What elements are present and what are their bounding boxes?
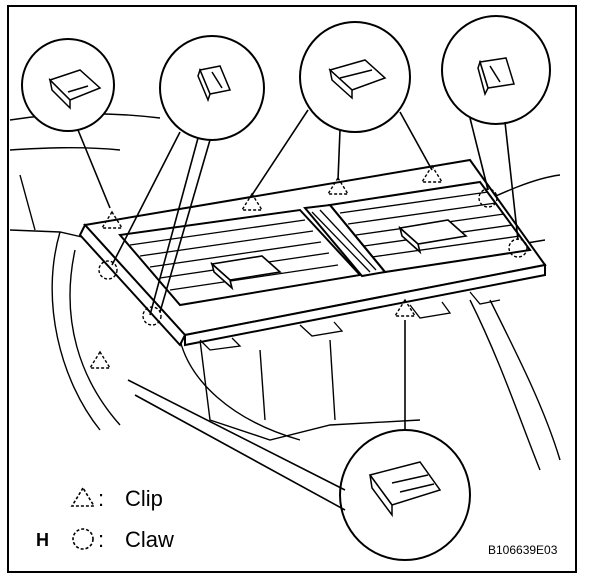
legend-claw-prefix: H	[36, 530, 49, 550]
callout-details	[48, 57, 515, 518]
legend-clip-colon: :	[98, 486, 105, 511]
claw-marker	[478, 188, 498, 208]
legend-clip-triangle	[70, 486, 96, 507]
claw-marker	[98, 260, 118, 280]
diagram-frame	[7, 5, 577, 573]
clip-marker	[88, 350, 112, 369]
legend-claw-circle	[72, 528, 94, 550]
claw-marker	[508, 238, 528, 258]
figure-code: B106639E03	[488, 543, 558, 557]
vent-knobs	[210, 219, 468, 291]
vent-housing	[78, 158, 547, 347]
claw-markers	[98, 188, 528, 326]
legend-clip-label: Clip	[125, 486, 163, 511]
legend-claw-label: Claw	[125, 527, 174, 552]
callout-leaders	[77, 109, 519, 511]
claw-marker	[142, 306, 162, 326]
vent-tabs-underside	[199, 291, 501, 351]
legend-symbols	[70, 486, 96, 550]
legend-claw-colon: :	[98, 527, 105, 552]
